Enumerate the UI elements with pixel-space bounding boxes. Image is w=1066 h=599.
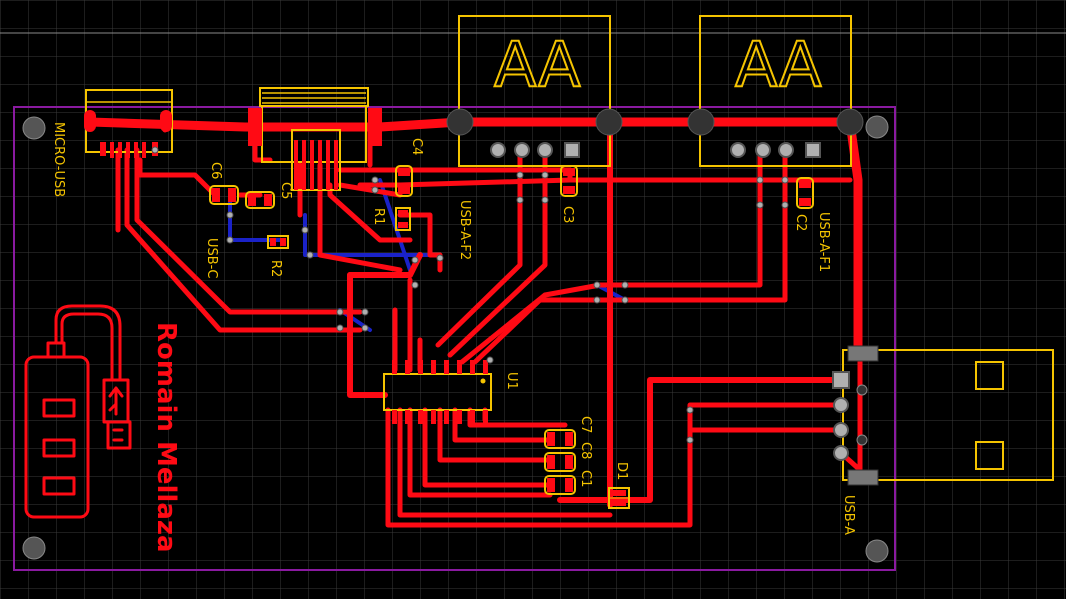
label-c5: C5 — [278, 182, 293, 199]
usb-hub-icon — [24, 304, 132, 519]
mounting-hole — [865, 539, 889, 563]
mounting-hole — [22, 116, 46, 140]
top-copper-traces — [85, 117, 863, 528]
label-c2: C2 — [793, 214, 808, 231]
mounting-hole — [22, 536, 46, 560]
u1-footprint — [383, 360, 492, 424]
label-c3: C3 — [560, 206, 575, 223]
author-text: Romain Mellaza — [151, 322, 181, 553]
mounting-hole — [865, 115, 889, 139]
label-usb-a: USB-A — [841, 495, 856, 535]
usb-a-f1-footprint: AA — [687, 15, 864, 167]
usb-c-footprint — [248, 87, 382, 191]
label-c4: C4 — [409, 138, 424, 155]
label-usb-a-f2: USB-A-F2 — [457, 200, 472, 260]
label-u1: U1 — [504, 372, 519, 390]
capacitor-c8 — [544, 452, 576, 472]
diode-d1 — [608, 487, 630, 509]
label-usb-c: USB-C — [204, 238, 219, 278]
capacitor-c4 — [395, 165, 413, 197]
capacitor-c7 — [544, 429, 576, 449]
label-d1: D1 — [614, 462, 629, 480]
label-c8: C8 — [578, 442, 593, 459]
label-r1: R1 — [371, 208, 386, 225]
usb-a-f2-footprint: AA — [446, 15, 623, 167]
label-r2: R2 — [268, 260, 283, 277]
label-c1: C1 — [578, 470, 593, 487]
usb-a-male-footprint — [832, 345, 1054, 486]
mounting-holes — [22, 115, 889, 563]
micro-usb-footprint — [84, 89, 173, 158]
board-outline — [13, 106, 896, 571]
capacitor-c3 — [560, 165, 578, 197]
vias — [151, 146, 789, 444]
label-c6: C6 — [208, 162, 223, 179]
resistor-r2 — [267, 235, 289, 249]
capacitor-c5 — [245, 191, 275, 209]
label-usb-a-f1: USB-A-F1 — [816, 212, 831, 272]
capacitor-c6 — [209, 185, 239, 205]
capacitor-c1 — [544, 475, 576, 495]
svg-text:AA: AA — [735, 28, 822, 101]
label-micro-usb: MICRO-USB — [51, 122, 66, 197]
label-c7: C7 — [578, 416, 593, 433]
resistor-r1 — [395, 207, 411, 231]
svg-text:AA: AA — [494, 28, 581, 101]
capacitor-c2 — [796, 177, 814, 209]
